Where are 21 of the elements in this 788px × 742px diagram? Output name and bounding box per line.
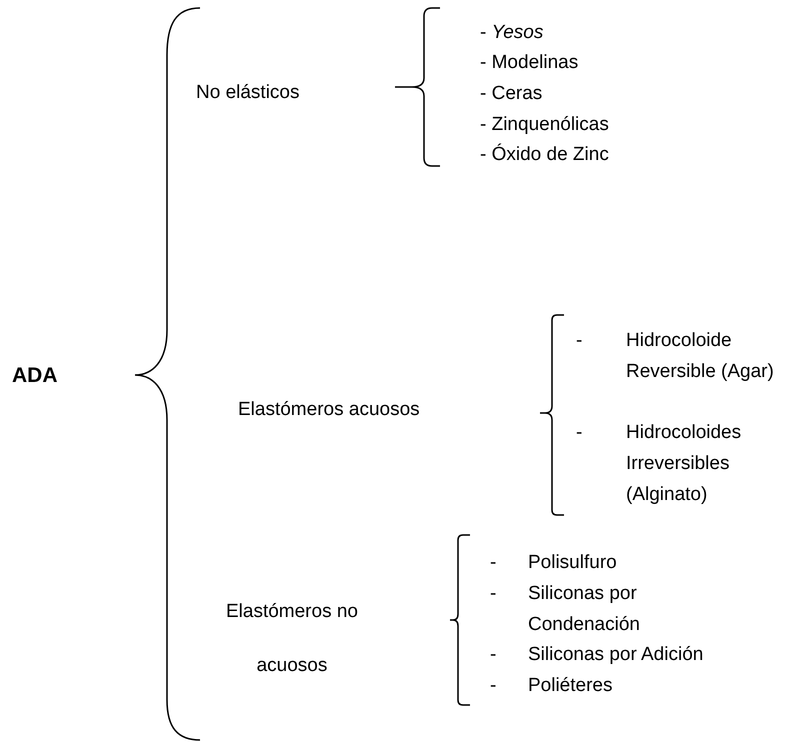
category-label: - Óxido de Zinc (480, 142, 610, 167)
category-label: Hidrocoloide Reversible (Agar) (626, 329, 775, 384)
root-label: ADA (12, 363, 58, 389)
bullet-dash: - (490, 582, 498, 606)
bullet-dash: - (576, 421, 584, 445)
category-label: - Zinquenólicas (480, 113, 610, 137)
bullet-dash: - (576, 329, 584, 353)
bullet-dash: - (490, 674, 498, 698)
category-label: Siliconas por Adición (528, 643, 704, 667)
category-label: Elastómeros no acuosos (224, 600, 359, 678)
category-label: - Ceras (480, 82, 544, 106)
category-label: Polisulfuro (528, 551, 618, 575)
bullet-dash: - (490, 643, 498, 667)
category-label: Elastómeros acuosos (238, 398, 421, 422)
bullet-dash: - (490, 551, 498, 575)
category-label: Siliconas por Condenación (528, 582, 641, 637)
category-label: - Modelinas (480, 51, 580, 75)
category-label: Poliéteres (528, 674, 614, 698)
category-label: Hidrocoloides Irreversibles (Alginato) (626, 421, 742, 507)
category-label: - Yesos (480, 21, 544, 45)
category-label: No elásticos (196, 81, 300, 105)
